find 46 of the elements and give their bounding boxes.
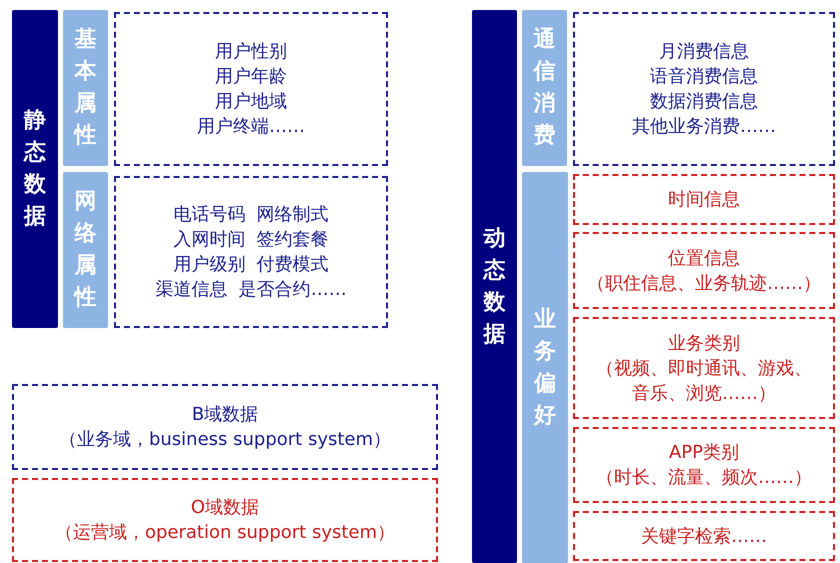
item-text: 业务类别 xyxy=(668,332,740,356)
category-bar xyxy=(472,10,517,563)
item-text: 其他业务消费…… xyxy=(632,115,776,139)
item-text: 渠道信息 是否合约…… xyxy=(155,278,347,302)
item-panel xyxy=(573,12,835,166)
item-text: 用户性别 xyxy=(215,40,287,64)
item-text: 语音消费信息 xyxy=(650,65,758,89)
group-bar xyxy=(522,10,567,166)
item-text: （运营域，operation support system） xyxy=(54,521,396,545)
vertical-label: 业务偏好 xyxy=(533,306,557,430)
item-text: 入网时间 签约套餐 xyxy=(173,228,329,252)
item-text: APP类别 xyxy=(668,441,740,465)
item-text: O域数据 xyxy=(190,496,260,520)
group-bar xyxy=(63,10,108,166)
item-panel xyxy=(12,478,438,562)
item-panel xyxy=(114,12,388,166)
item-text: 关键字检索…… xyxy=(641,524,767,548)
item-text: （视频、即时通讯、游戏、音乐、浏览……） xyxy=(595,356,813,406)
item-panel xyxy=(573,427,835,503)
item-panel xyxy=(573,317,835,419)
item-text: （时长、流量、频次……） xyxy=(596,466,812,490)
item-text: （业务域，business support system） xyxy=(58,428,392,452)
item-text: B域数据 xyxy=(192,403,258,427)
item-text: 时间信息 xyxy=(668,188,740,212)
item-text: 位置信息 xyxy=(668,246,740,270)
vertical-label: 动态数据 xyxy=(482,224,506,348)
group-bar xyxy=(63,172,108,328)
item-text: 月消费信息 xyxy=(659,40,749,64)
vertical-label: 基本属性 xyxy=(74,26,98,150)
vertical-label: 通信消费 xyxy=(532,26,556,150)
item-text: 用户年龄 xyxy=(215,65,287,89)
item-text: 用户终端…… xyxy=(197,115,305,139)
item-panel xyxy=(573,511,835,561)
group-bar xyxy=(522,172,568,563)
item-panel xyxy=(114,176,388,328)
item-panel xyxy=(573,232,835,309)
item-panel xyxy=(573,174,835,225)
item-panel xyxy=(12,384,438,470)
item-text: 用户地域 xyxy=(215,90,287,114)
vertical-label: 静态数据 xyxy=(23,107,47,231)
vertical-label: 网络属性 xyxy=(74,188,98,312)
item-text: 数据消费信息 xyxy=(650,90,758,114)
item-text: 用户级别 付费模式 xyxy=(173,253,329,277)
item-text: 电话号码 网络制式 xyxy=(173,203,329,227)
item-text: （职住信息、业务轨迹……） xyxy=(587,272,821,296)
category-bar xyxy=(12,10,58,328)
